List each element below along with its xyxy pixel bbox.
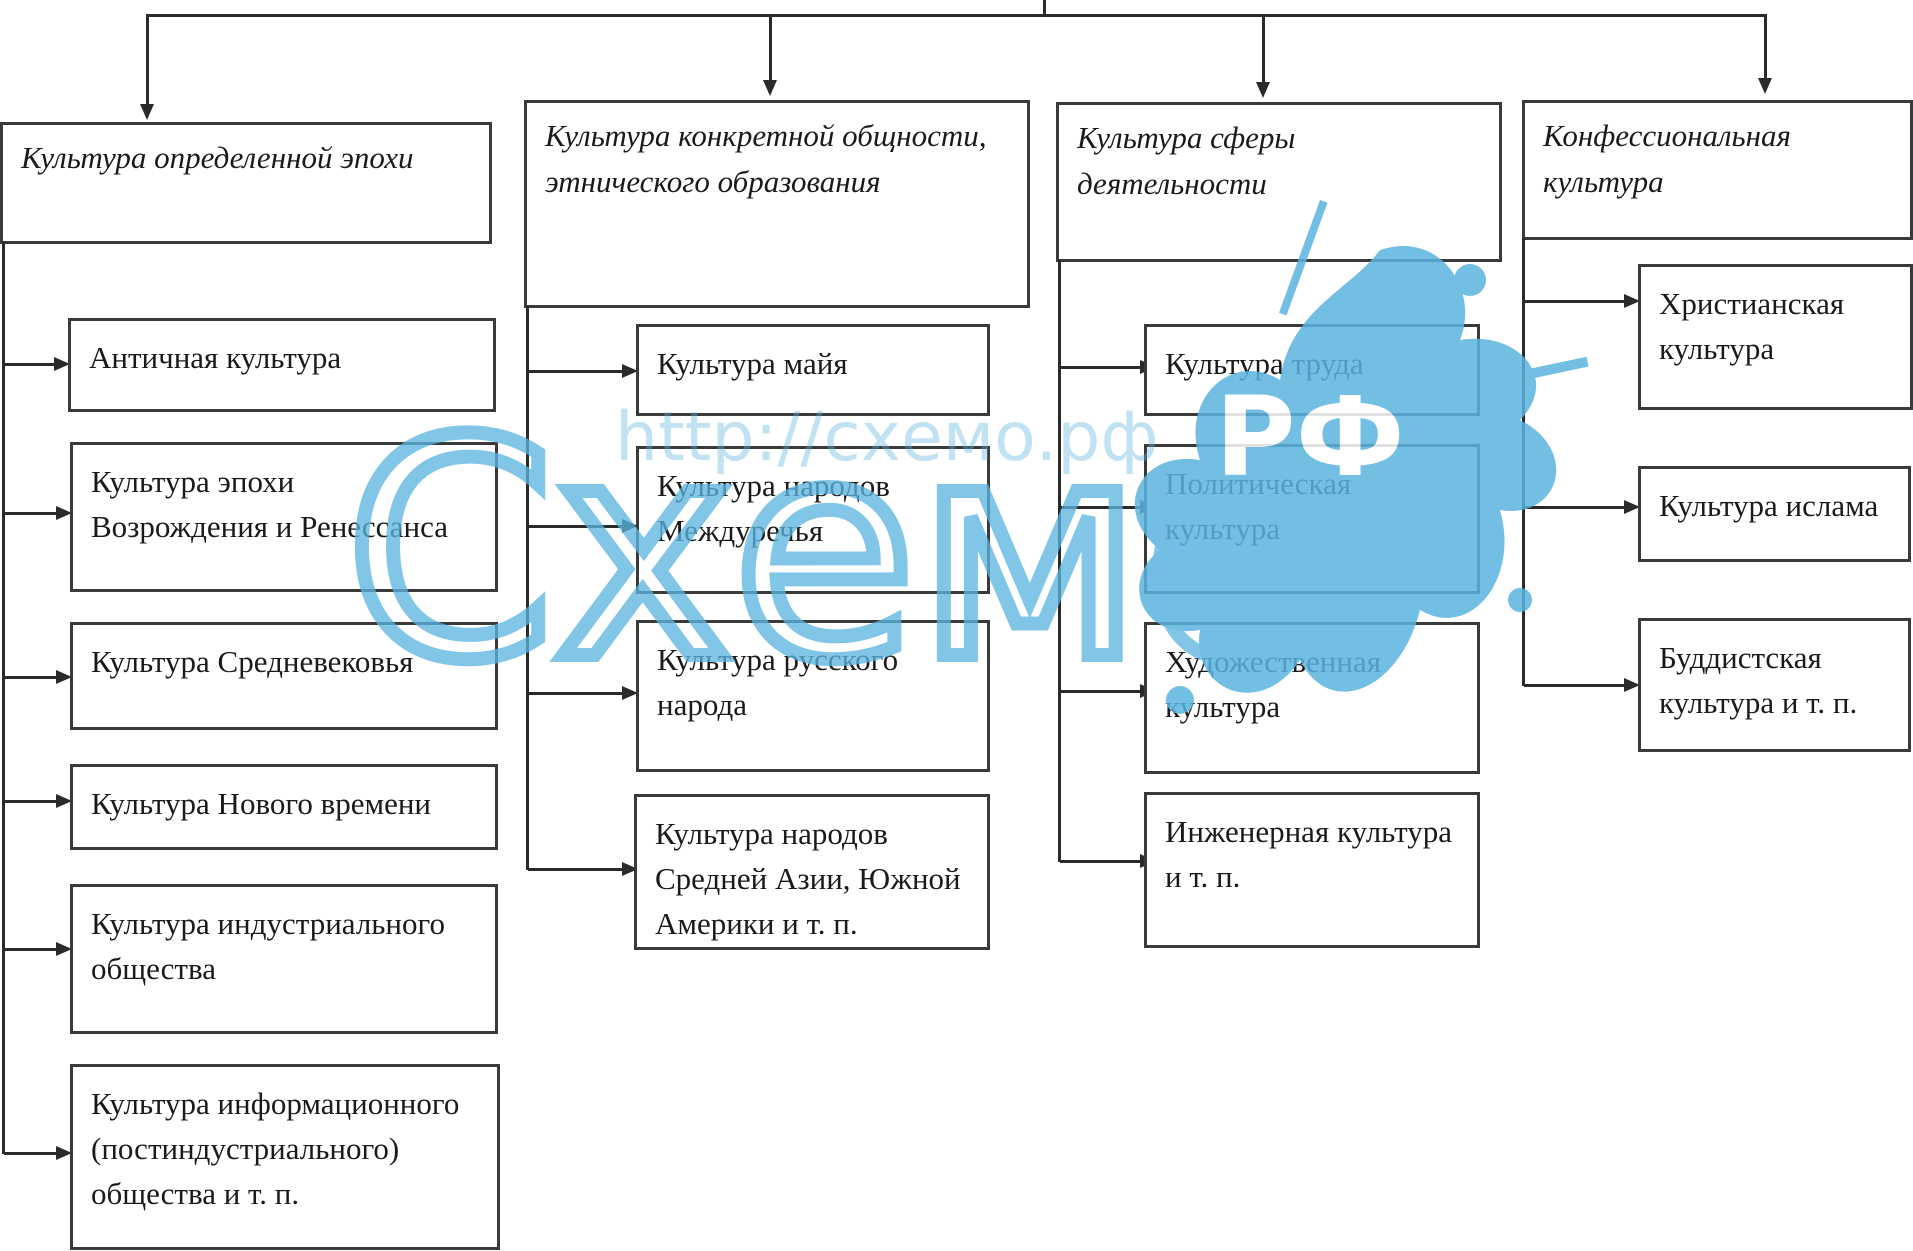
drop-line-1 xyxy=(146,14,149,106)
connector-2-1 xyxy=(528,370,624,373)
connector-1-2 xyxy=(4,512,58,515)
connector-4-1 xyxy=(1524,300,1626,303)
header-epoch-culture: Культура определенной эпохи xyxy=(0,122,492,244)
connector-4-2 xyxy=(1524,506,1626,509)
trunk-line xyxy=(1043,0,1046,16)
box-renaissance-culture: Культура эпохи Возрождения и Ренессанса xyxy=(70,442,498,592)
arrow-down-2 xyxy=(763,80,777,96)
arrow-right-1-2 xyxy=(56,506,72,520)
header-confessional-culture: Конфессиональная культура xyxy=(1522,100,1913,240)
connector-3-1 xyxy=(1060,366,1142,369)
connector-3-2 xyxy=(1060,506,1142,509)
arrow-right-1-1 xyxy=(54,357,70,371)
column-1-spine xyxy=(2,242,5,1154)
connector-4-3 xyxy=(1524,684,1626,687)
connector-2-4 xyxy=(528,868,624,871)
arrow-right-4-1 xyxy=(1624,294,1640,308)
arrow-right-1-3 xyxy=(56,670,72,684)
box-antique-culture: Античная культура xyxy=(68,318,496,412)
column-2-spine xyxy=(526,306,529,870)
box-medieval-culture: Культура Средневековья xyxy=(70,622,498,730)
arrow-down-1 xyxy=(140,104,154,120)
connector-1-4 xyxy=(4,800,58,803)
column-3-spine xyxy=(1058,260,1061,862)
connector-2-2 xyxy=(528,525,624,528)
box-engineering-culture: Инженерная культура и т. п. xyxy=(1144,792,1480,948)
box-central-asia-culture: Культура народов Средней Азии, Южной Аме… xyxy=(634,794,990,950)
box-buddhist-culture: Буддистская культура и т. п. xyxy=(1638,618,1911,752)
arrow-right-4-2 xyxy=(1624,500,1640,514)
box-modern-times-culture: Культура Нового времени xyxy=(70,764,498,850)
connector-1-1 xyxy=(4,363,56,366)
arrow-down-4 xyxy=(1758,78,1772,94)
drop-line-3 xyxy=(1262,14,1265,84)
box-information-culture: Культура информационного (постиндустриал… xyxy=(70,1064,500,1250)
connector-1-6 xyxy=(4,1152,58,1155)
box-islam-culture: Культура ислама xyxy=(1638,466,1911,562)
box-russian-culture: Культура русского народа xyxy=(636,620,990,772)
box-art-culture: Художественная культура xyxy=(1144,622,1480,774)
header-activity-culture: Культура сферы деятельности xyxy=(1056,102,1502,262)
drop-line-2 xyxy=(769,14,772,82)
arrow-right-1-5 xyxy=(56,942,72,956)
connector-3-3 xyxy=(1060,690,1142,693)
box-industrial-culture: Культура индустриального общества xyxy=(70,884,498,1034)
arrow-right-2-1 xyxy=(622,364,638,378)
connector-2-3 xyxy=(528,692,624,695)
connector-1-5 xyxy=(4,948,58,951)
box-christian-culture: Христианская культура xyxy=(1638,264,1913,410)
drop-line-4 xyxy=(1764,14,1767,80)
top-bus-line xyxy=(146,14,1766,17)
header-community-culture: Культура конкретной общности, этническог… xyxy=(524,100,1030,308)
connector-1-3 xyxy=(4,676,58,679)
arrow-right-2-3 xyxy=(622,686,638,700)
box-maya-culture: Культура майя xyxy=(636,324,990,416)
box-mesopotamia-culture: Культура народов Междуречья xyxy=(636,446,990,594)
box-labor-culture: Культура труда xyxy=(1144,324,1480,416)
arrow-right-4-3 xyxy=(1624,678,1640,692)
arrow-down-3 xyxy=(1256,82,1270,98)
arrow-right-1-6 xyxy=(56,1146,72,1160)
column-4-spine xyxy=(1522,238,1525,686)
box-political-culture: Политическая культура xyxy=(1144,444,1480,594)
arrow-right-1-4 xyxy=(56,794,72,808)
connector-3-4 xyxy=(1060,860,1142,863)
arrow-right-2-2 xyxy=(622,519,638,533)
